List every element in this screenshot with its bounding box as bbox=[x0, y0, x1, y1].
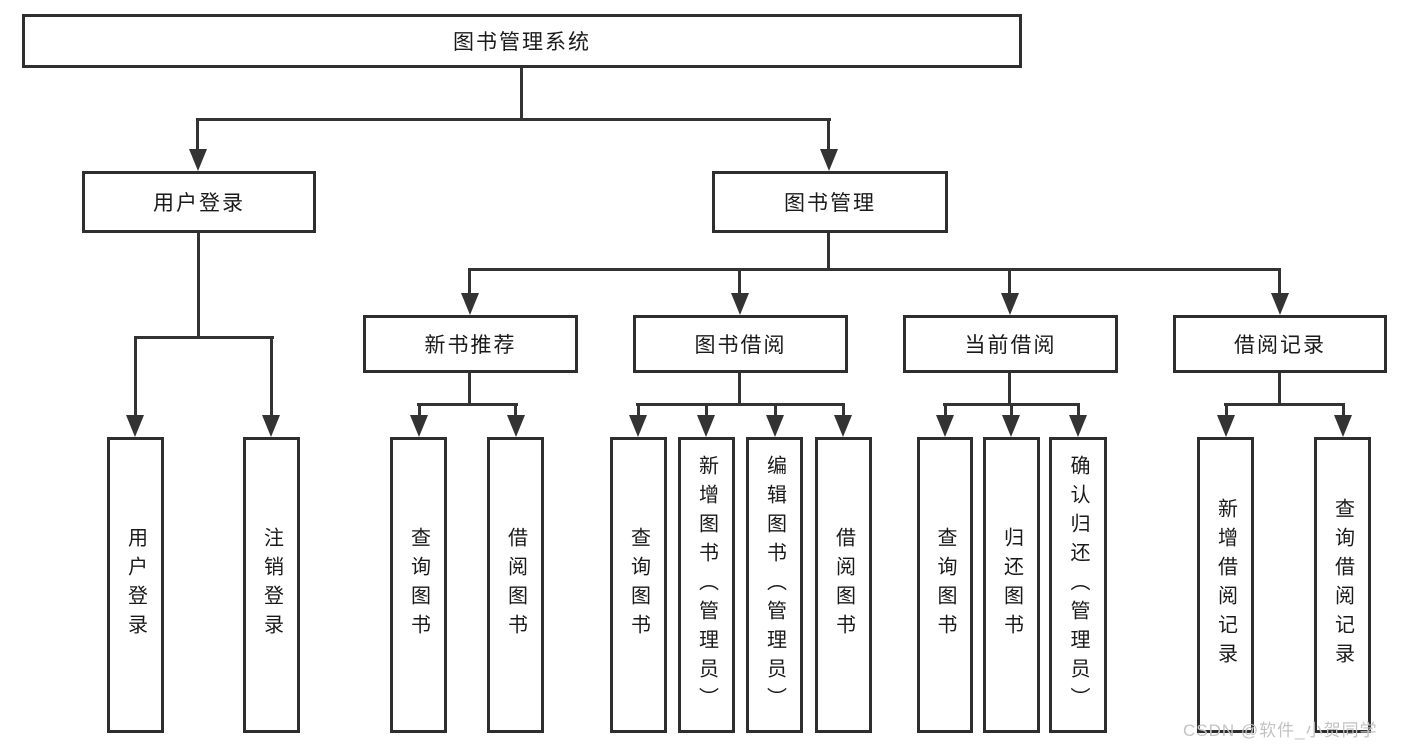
node-current-borrowing-label: 当前借阅 bbox=[964, 334, 1057, 357]
connector-stub bbox=[738, 373, 741, 405]
leaf-label: 查询借阅记录 bbox=[1331, 498, 1354, 672]
connector-level3-drop bbox=[1278, 268, 1281, 295]
arrow-down-icon bbox=[126, 415, 144, 437]
connector-leaf-drop bbox=[944, 403, 947, 417]
node-borrowing-records-label: 借阅记录 bbox=[1234, 334, 1326, 357]
arrow-down-icon bbox=[766, 415, 784, 437]
leaf-label: 查询图书 bbox=[934, 527, 956, 643]
leaf-label: 归还图书 bbox=[1000, 527, 1023, 643]
leaf-edit-books-admin: 编辑图书（管理员） bbox=[746, 437, 803, 733]
node-book-borrowing-label: 图书借阅 bbox=[694, 334, 787, 357]
connector-book-mgmt-drop bbox=[827, 118, 830, 151]
connector-leaf-drop bbox=[514, 403, 517, 417]
arrow-down-icon bbox=[697, 415, 715, 437]
node-borrowing-records: 借阅记录 bbox=[1173, 315, 1387, 373]
node-book-management: 图书管理 bbox=[712, 171, 948, 233]
connector-leaf-drop bbox=[842, 403, 845, 417]
arrow-down-icon bbox=[262, 415, 280, 437]
arrow-down-icon bbox=[731, 293, 749, 315]
leaf-label: 确认归还（管理员） bbox=[1067, 454, 1089, 716]
leaf-user-login: 用户登录 bbox=[107, 437, 164, 733]
arrow-down-icon bbox=[820, 149, 838, 171]
arrow-down-icon bbox=[1334, 415, 1352, 437]
connector-leaf-drop bbox=[1010, 403, 1013, 417]
leaf-label: 用户登录 bbox=[124, 527, 147, 643]
node-book-management-label: 图书管理 bbox=[784, 192, 876, 215]
arrow-down-icon bbox=[629, 415, 647, 437]
leaf-label: 注销登录 bbox=[260, 527, 283, 643]
connector-leaf-drop bbox=[418, 403, 421, 417]
leaf-label: 查询图书 bbox=[627, 527, 650, 643]
leaf-label: 借阅图书 bbox=[504, 527, 527, 643]
connector-leaf-drop bbox=[1077, 403, 1080, 417]
node-user-login: 用户登录 bbox=[82, 171, 316, 233]
leaf-label: 借阅图书 bbox=[832, 527, 855, 643]
node-book-borrowing: 图书借阅 bbox=[633, 315, 848, 373]
arrow-down-icon bbox=[1002, 415, 1020, 437]
connector-leaf-drop bbox=[774, 403, 777, 417]
node-new-book-recommend: 新书推荐 bbox=[363, 315, 578, 373]
leaf-query-books: 查询图书 bbox=[917, 437, 973, 733]
csdn-watermark: CSDN @软件_小贺同学 bbox=[1183, 721, 1378, 740]
arrow-down-icon bbox=[1001, 293, 1019, 315]
arrow-down-icon bbox=[1217, 415, 1235, 437]
connector-level3-drop bbox=[468, 268, 471, 295]
leaf-label: 新增图书（管理员） bbox=[695, 454, 718, 716]
connector-stub bbox=[468, 373, 471, 405]
leaf-add-books-admin: 新增图书（管理员） bbox=[678, 437, 735, 733]
node-root-label: 图书管理系统 bbox=[453, 31, 591, 54]
connector-leaf-drop bbox=[637, 403, 640, 417]
leaf-confirm-return-admin: 确认归还（管理员） bbox=[1049, 437, 1107, 733]
connector-book-mgmt-branch bbox=[468, 268, 1281, 271]
connector-user-login-stub bbox=[197, 233, 200, 339]
leaf-logout: 注销登录 bbox=[243, 437, 300, 733]
connector-user-login-drop bbox=[196, 118, 199, 151]
arrow-down-icon bbox=[1069, 415, 1087, 437]
leaf-borrow-books: 借阅图书 bbox=[815, 437, 872, 733]
connector-leaf-drop bbox=[1225, 403, 1228, 417]
arrow-down-icon bbox=[507, 415, 525, 437]
arrow-down-icon bbox=[410, 415, 428, 437]
leaf-return-books: 归还图书 bbox=[983, 437, 1040, 733]
connector-branch bbox=[417, 403, 518, 406]
node-user-login-label: 用户登录 bbox=[153, 192, 245, 215]
connector-leaf-drop bbox=[705, 403, 708, 417]
leaf-query-borrow-record: 查询借阅记录 bbox=[1314, 437, 1371, 733]
connector-level3-drop bbox=[1008, 268, 1011, 295]
connector-stub bbox=[1008, 373, 1011, 405]
leaf-label: 编辑图书（管理员） bbox=[763, 454, 786, 716]
connector-branch bbox=[1224, 403, 1345, 406]
arrow-down-icon bbox=[1271, 293, 1289, 315]
connector-stub bbox=[1278, 373, 1281, 405]
arrow-down-icon bbox=[834, 415, 852, 437]
arrow-down-icon bbox=[936, 415, 954, 437]
connector-root-stub bbox=[520, 68, 523, 120]
connector-book-mgmt-stub bbox=[827, 233, 830, 270]
leaf-query-books: 查询图书 bbox=[390, 437, 447, 733]
node-new-book-recommend-label: 新书推荐 bbox=[424, 334, 517, 357]
connector-leaf-drop bbox=[134, 336, 137, 417]
connector-leaf-drop bbox=[1342, 403, 1345, 417]
leaf-label: 查询图书 bbox=[407, 527, 430, 643]
arrow-down-icon bbox=[189, 149, 207, 171]
leaf-add-borrow-record: 新增借阅记录 bbox=[1197, 437, 1254, 733]
connector-leaf-drop bbox=[270, 336, 273, 417]
leaf-label: 新增借阅记录 bbox=[1214, 498, 1237, 672]
node-root: 图书管理系统 bbox=[22, 14, 1022, 68]
connector-root-branch bbox=[197, 118, 831, 121]
leaf-borrow-books: 借阅图书 bbox=[487, 437, 544, 733]
connector-level3-drop bbox=[738, 268, 741, 295]
node-current-borrowing: 当前借阅 bbox=[903, 315, 1118, 373]
connector-branch bbox=[636, 403, 845, 406]
leaf-query-books: 查询图书 bbox=[610, 437, 667, 733]
connector-user-login-branch bbox=[134, 336, 274, 339]
arrow-down-icon bbox=[461, 293, 479, 315]
